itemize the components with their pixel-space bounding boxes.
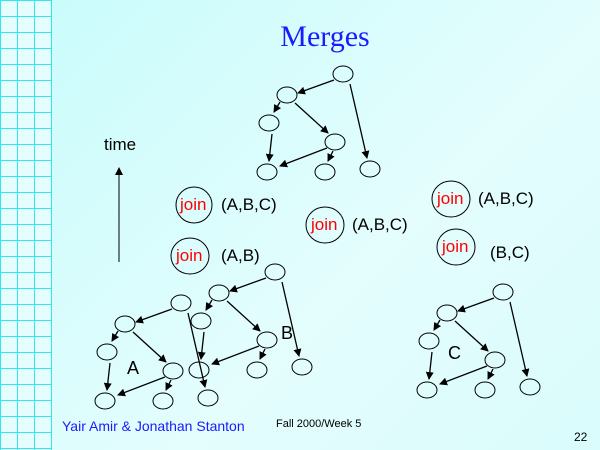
tree-a xyxy=(95,295,218,409)
top-merged-tree xyxy=(257,66,380,180)
tree-b xyxy=(189,264,312,378)
join-members: (A,B,C) xyxy=(478,189,534,208)
partition-label-b: B xyxy=(281,323,294,343)
page-number: 22 xyxy=(574,430,588,444)
join-label: join xyxy=(442,237,469,256)
footer-course: Fall 2000/Week 5 xyxy=(276,418,362,430)
tree-c xyxy=(417,284,540,398)
partition-label-a: A xyxy=(127,358,140,378)
join-label: join xyxy=(176,246,203,265)
join-circles xyxy=(170,180,476,275)
slide-title: Merges xyxy=(280,20,370,53)
join-label: join xyxy=(437,189,464,208)
join-members: (A,B,C) xyxy=(352,215,408,234)
join-members: (A,B) xyxy=(221,246,260,265)
footer-authors: Yair Amir & Jonathan Stanton xyxy=(62,418,245,434)
grid-decoration xyxy=(0,0,52,450)
time-axis-label: time xyxy=(104,135,137,154)
join-label: join xyxy=(311,215,338,234)
partition-label-c: C xyxy=(448,343,461,363)
join-label: join xyxy=(180,195,207,214)
join-members: (A,B,C) xyxy=(221,195,277,214)
join-members: (B,C) xyxy=(490,243,530,262)
